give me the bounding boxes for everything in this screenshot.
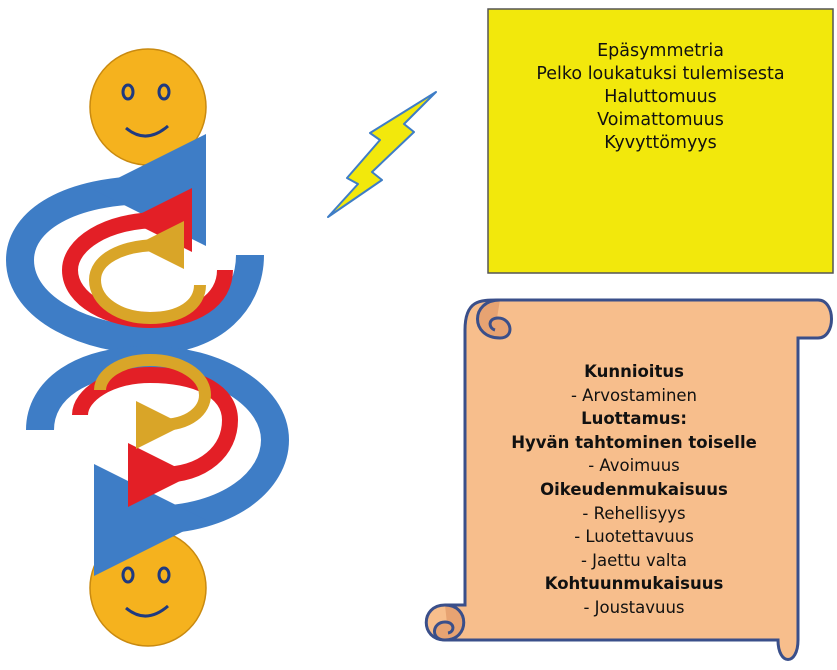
- scroll-line: Luottamus:: [470, 407, 798, 431]
- scroll-line: - Luotettavuus: [470, 525, 798, 549]
- scroll-line: - Rehellisyys: [470, 502, 798, 526]
- lower-blue-arrow-icon: [40, 360, 275, 520]
- upper-gold-arrow-icon: [95, 245, 200, 318]
- scroll-line: - Avoimuus: [470, 454, 798, 478]
- yellow-line: Pelko loukatuksi tulemisesta: [488, 63, 833, 86]
- scroll-text: Kunnioitus - Arvostaminen Luottamus: Hyv…: [470, 360, 798, 620]
- scroll-line: - Joustavuus: [470, 596, 798, 620]
- scroll-line: Oikeudenmukaisuus: [470, 478, 798, 502]
- yellow-line: Kyvyttömyys: [488, 132, 833, 155]
- yellow-box-text: Epäsymmetria Pelko loukatuksi tulemisest…: [488, 40, 833, 155]
- scroll-line: Hyvän tahtominen toiselle: [470, 431, 798, 455]
- scroll-line: Kunnioitus: [470, 360, 798, 384]
- lightning-bolt-icon: [328, 92, 436, 217]
- scroll-line: Kohtuunmukaisuus: [470, 572, 798, 596]
- yellow-line: Voimattomuus: [488, 109, 833, 132]
- yellow-line: Epäsymmetria: [488, 40, 833, 63]
- scroll-line: - Arvostaminen: [470, 384, 798, 408]
- yellow-line: Haluttomuus: [488, 86, 833, 109]
- bottom-smiley-icon: [90, 530, 206, 646]
- scroll-line: - Jaettu valta: [470, 549, 798, 573]
- top-smiley-icon: [90, 49, 206, 165]
